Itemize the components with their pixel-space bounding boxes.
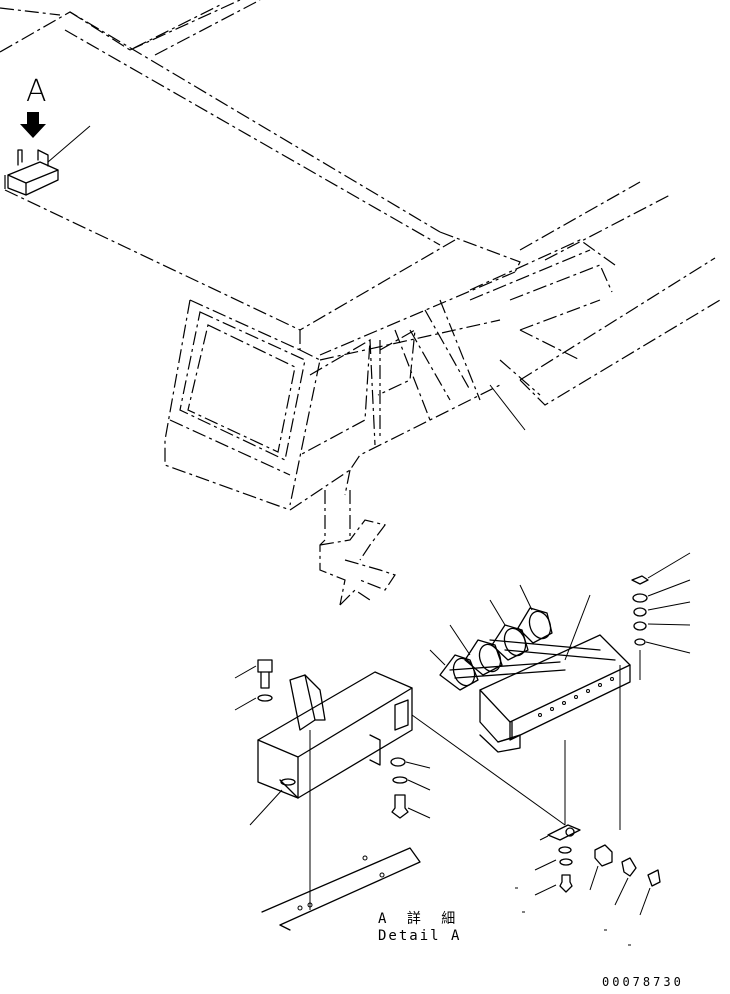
detail-caption-japanese: A 詳 細 bbox=[378, 911, 462, 927]
connector bbox=[589, 844, 613, 891]
floor-plate bbox=[261, 847, 421, 931]
boom-phantom-outline bbox=[0, 0, 721, 440]
bolt-lower-center bbox=[390, 757, 431, 819]
switch bbox=[614, 857, 637, 906]
dimension-ticks bbox=[515, 887, 631, 946]
bracket-leader-line bbox=[249, 789, 283, 826]
terminal-bracket bbox=[539, 740, 581, 841]
bolt-upper-left bbox=[234, 659, 273, 711]
view-label: A bbox=[26, 74, 47, 109]
support-bracket bbox=[257, 671, 413, 799]
view-arrow bbox=[20, 112, 46, 138]
cab-phantom-outline bbox=[164, 299, 501, 511]
bracket-link-line bbox=[411, 714, 566, 826]
horn-trumpets bbox=[439, 607, 553, 691]
drawing-number: 00078730 bbox=[602, 975, 684, 989]
clip bbox=[639, 869, 661, 916]
swing-pedestal-phantom bbox=[319, 490, 396, 606]
horn-bracket-assembly bbox=[449, 634, 631, 753]
horn-leader-lines bbox=[429, 584, 591, 666]
cab-leader-line bbox=[489, 384, 526, 431]
detail-caption-english: Detail A bbox=[378, 928, 462, 944]
bolt-lower-right bbox=[534, 846, 573, 896]
horn-location-marker bbox=[7, 125, 91, 196]
nut-washer-stack bbox=[619, 552, 691, 830]
